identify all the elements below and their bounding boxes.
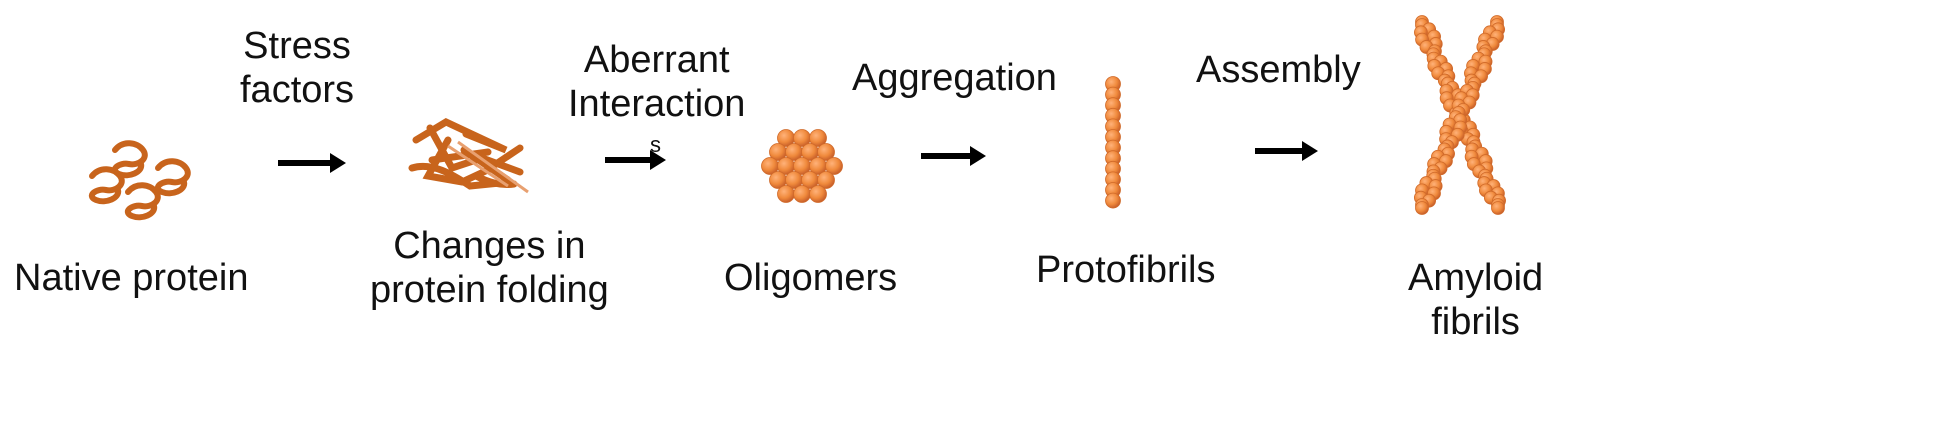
- step-label-stress: Stress factors: [240, 25, 355, 111]
- stage-label-amyloid: Amyloid fibrils: [1408, 257, 1544, 343]
- arrow-icon: [921, 146, 986, 166]
- amyloid-fibril-icon: [1413, 15, 1506, 215]
- amyloid-sphere: [1491, 201, 1505, 215]
- oligomer-sphere: [793, 185, 811, 203]
- step-label-artifact: s: [650, 132, 661, 157]
- protofibril-icon: [1105, 76, 1121, 209]
- misfold-highlight: [447, 140, 529, 194]
- native-protein-icon: [88, 140, 191, 221]
- oligomer-sphere: [809, 185, 827, 203]
- step-label-aberrant: Aberrant Interaction: [568, 39, 746, 125]
- stage-label-protofibrils: Protofibrils: [1036, 249, 1216, 291]
- stage-label-native: Native protein: [14, 257, 249, 299]
- stage-label-misfold: Changes in protein folding: [370, 225, 609, 311]
- amyloid-sphere: [1415, 201, 1429, 215]
- misfolded-protein-icon: [408, 118, 524, 190]
- arrow-icon: [1255, 141, 1318, 161]
- oligomer-sphere: [817, 143, 835, 161]
- step-label-assembly: Assembly: [1196, 49, 1361, 91]
- oligomer-sphere: [777, 185, 795, 203]
- protofibril-sphere: [1105, 192, 1121, 209]
- oligomer-sphere: [825, 157, 843, 175]
- oligomer-icon: [761, 129, 843, 203]
- arrow-icon: [278, 153, 346, 173]
- stage-label-oligomers: Oligomers: [724, 257, 898, 299]
- arrow-icon: [605, 150, 666, 170]
- oligomer-sphere: [809, 129, 827, 147]
- oligomer-sphere: [817, 171, 835, 189]
- step-label-aggregation: Aggregation: [852, 57, 1057, 99]
